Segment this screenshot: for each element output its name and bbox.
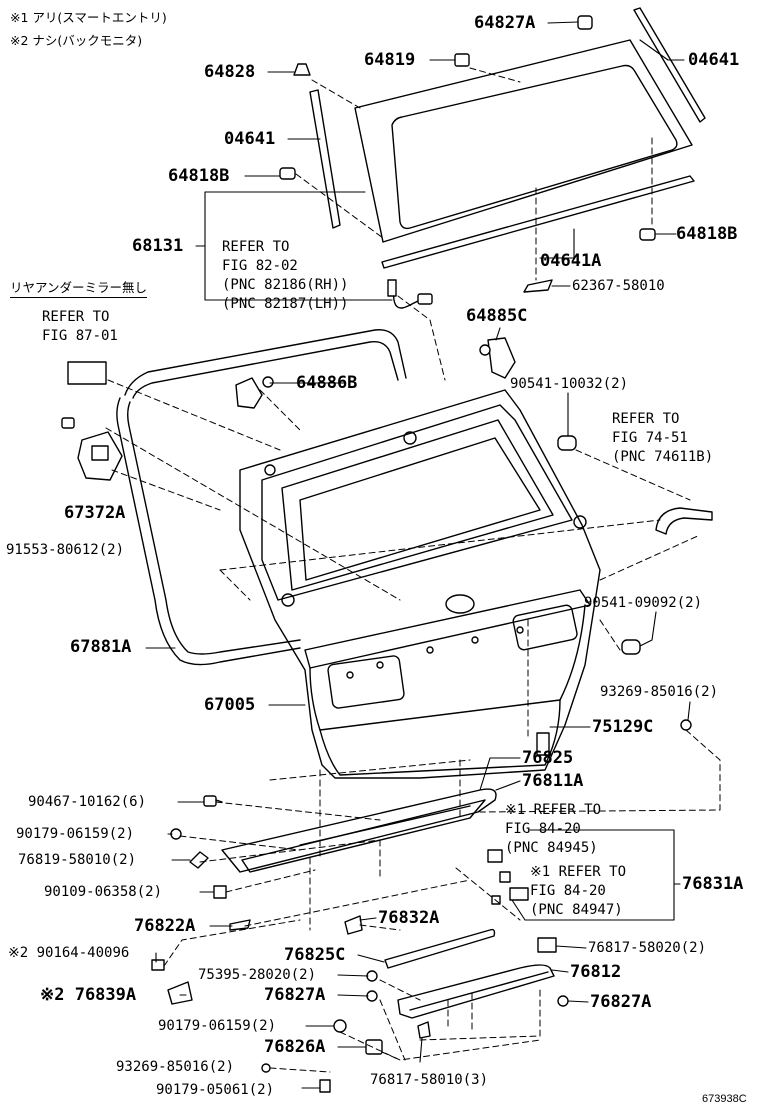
part-label-68131[interactable]: 68131 bbox=[132, 236, 184, 256]
part-label-90179-06159-top[interactable]: 90179-06159(2) bbox=[16, 826, 135, 842]
part-label-64827A[interactable]: 64827A bbox=[474, 13, 536, 33]
part-label-62367-58010[interactable]: 62367-58010 bbox=[572, 278, 665, 294]
part-label-76825[interactable]: 76825 bbox=[522, 748, 574, 768]
stopper-90541-09092 bbox=[621, 639, 641, 655]
stopper-90541-10032 bbox=[557, 435, 577, 451]
molding-04641-left bbox=[309, 89, 341, 229]
part-label-90467-10162[interactable]: 90467-10162(6) bbox=[28, 794, 147, 810]
part-label-04641-right[interactable]: 04641 bbox=[688, 50, 740, 70]
part-label-76832A[interactable]: 76832A bbox=[378, 908, 440, 928]
part-label-90179-06159-bottom[interactable]: 90179-06159(2) bbox=[158, 1018, 277, 1034]
part-label-90179-05061[interactable]: 90179-05061(2) bbox=[156, 1082, 275, 1098]
part-label-04641-left[interactable]: 04641 bbox=[224, 129, 276, 149]
garnish-76811A bbox=[221, 788, 497, 873]
part-label-91553-80612[interactable]: 91553-80612(2) bbox=[6, 542, 125, 558]
part-label-76827A-left[interactable]: 76827A bbox=[264, 985, 326, 1005]
assist-handle bbox=[655, 507, 713, 535]
part-label-67372A[interactable]: 67372A bbox=[64, 503, 126, 523]
part-label-76839A[interactable]: ※2 76839A bbox=[40, 985, 137, 1005]
part-label-76822A[interactable]: 76822A bbox=[134, 916, 196, 936]
refer-fig-82-02[interactable]: REFER TO FIG 82-02 (PNC 82186(RH)) (PNC … bbox=[222, 239, 349, 312]
part-label-76831A[interactable]: 76831A bbox=[682, 874, 744, 894]
part-label-64819[interactable]: 64819 bbox=[364, 50, 416, 70]
hinge-64886B bbox=[235, 376, 274, 409]
part-label-64885C[interactable]: 64885C bbox=[466, 306, 528, 326]
note-no-back-monitor: ※2 ナシ(バックモニタ) bbox=[10, 33, 143, 48]
lower-garnish-76812 bbox=[261, 937, 569, 1093]
weatherstrip-67881A bbox=[116, 329, 407, 666]
part-label-64818B-right[interactable]: 64818B bbox=[676, 224, 738, 244]
clip-64819 bbox=[454, 53, 470, 67]
lock-67372A bbox=[61, 417, 123, 481]
molding-04641-right bbox=[633, 7, 706, 123]
clip-64827A bbox=[577, 15, 593, 30]
strip-76825C bbox=[384, 928, 496, 969]
figure-code: 673938C bbox=[702, 1093, 747, 1105]
part-label-64828[interactable]: 64828 bbox=[204, 62, 256, 82]
refer-fig-87-01[interactable]: REFER TO FIG 87-01 bbox=[42, 309, 118, 344]
hinge-64885C bbox=[479, 337, 516, 379]
clip-64828 bbox=[293, 63, 311, 76]
part-label-76817-58020[interactable]: 76817-58020(2) bbox=[588, 940, 707, 956]
clip-62367 bbox=[523, 279, 553, 293]
part-label-64886B[interactable]: 64886B bbox=[296, 373, 358, 393]
refer-fig-74-51[interactable]: REFER TO FIG 74-51 (PNC 74611B) bbox=[612, 411, 714, 465]
note-no-rear-under-mirror: リヤアンダーミラー無し bbox=[10, 281, 148, 298]
part-label-90109-06358[interactable]: 90109-06358(2) bbox=[44, 884, 163, 900]
part-label-75129C[interactable]: 75129C bbox=[592, 717, 654, 737]
part-label-90541-09092[interactable]: 90541-09092(2) bbox=[584, 595, 703, 611]
clip-64818B-left bbox=[279, 167, 296, 180]
part-label-64818B-left[interactable]: 64818B bbox=[168, 166, 230, 186]
defogger-wire-68131 bbox=[391, 281, 421, 309]
clip-64818B-right bbox=[639, 228, 656, 241]
refer-fig-84-20-a[interactable]: ※1 REFER TO FIG 84-20 (PNC 84945) bbox=[505, 802, 602, 856]
part-label-93269-85016-bottom[interactable]: 93269-85016(2) bbox=[116, 1059, 235, 1075]
part-label-76826A[interactable]: 76826A bbox=[264, 1037, 326, 1057]
part-label-76811A[interactable]: 76811A bbox=[522, 771, 584, 791]
dashed-assembly-lines bbox=[105, 67, 721, 1073]
back-window-glass bbox=[354, 39, 693, 243]
part-label-76819-58010[interactable]: 76819-58010(2) bbox=[18, 852, 137, 868]
part-label-76827A-right[interactable]: 76827A bbox=[590, 992, 652, 1012]
part-label-76812[interactable]: 76812 bbox=[570, 962, 622, 982]
part-label-75395-28020[interactable]: 75395-28020(2) bbox=[198, 967, 317, 983]
molding-04641A bbox=[381, 175, 695, 269]
part-label-90541-10032[interactable]: 90541-10032(2) bbox=[510, 376, 629, 392]
refer-fig-84-20-b[interactable]: ※1 REFER TO FIG 84-20 (PNC 84947) bbox=[530, 864, 627, 918]
part-label-76825C[interactable]: 76825C bbox=[284, 945, 346, 965]
back-door-panel bbox=[239, 389, 601, 779]
part-label-04641A[interactable]: 04641A bbox=[540, 251, 602, 271]
clip-90467 bbox=[203, 795, 223, 807]
leader-lines bbox=[145, 21, 691, 1089]
part-label-93269-85016-top[interactable]: 93269-85016(2) bbox=[600, 684, 719, 700]
part-label-67881A[interactable]: 67881A bbox=[70, 637, 132, 657]
part-label-76817-58010[interactable]: 76817-58010(3) bbox=[370, 1072, 489, 1088]
part-label-90164-40096[interactable]: ※2 90164-40096 bbox=[8, 945, 130, 961]
note-smart-entry: ※1 アリ(スマートエントリ) bbox=[10, 10, 167, 25]
part-label-67005[interactable]: 67005 bbox=[204, 695, 256, 715]
mirror-placeholder bbox=[67, 361, 107, 385]
